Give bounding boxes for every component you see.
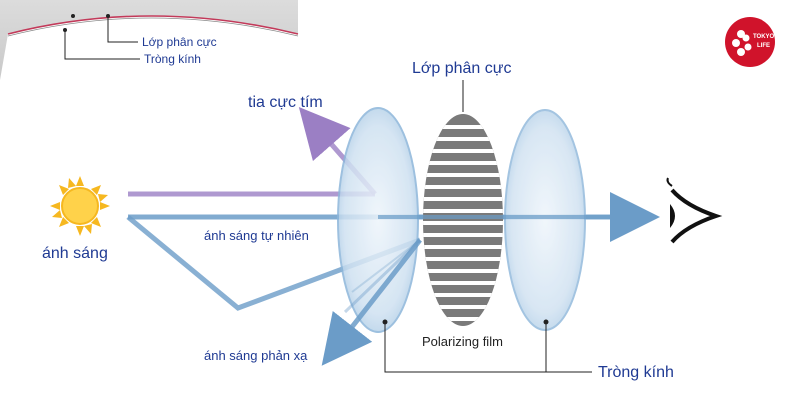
label-lens: Tròng kính <box>598 364 674 381</box>
reflected-light-faint-2 <box>351 239 421 293</box>
label-polarizer-title: Lớp phân cực <box>412 60 511 77</box>
reflected-light-faint-1 <box>343 238 422 314</box>
inset-dot-layer <box>71 14 75 18</box>
label-reflected-light: ánh sáng phản xạ <box>204 348 308 363</box>
leader-lens-front <box>384 322 592 373</box>
inset-panel: Lớp phân cực Tròng kính <box>0 0 299 80</box>
back-lens <box>504 109 586 331</box>
inset-leader-lens <box>64 30 140 60</box>
inset-label-polarizer: Lớp phân cực <box>142 35 217 49</box>
logo-text-tokyo: TOKYO <box>753 34 775 40</box>
inset-label-lens: Tròng kính <box>144 52 201 66</box>
brand-logo: TOKYO LIFE <box>725 17 775 67</box>
sakura-logo-icon <box>725 17 775 67</box>
label-light-source: ánh sáng <box>42 245 108 262</box>
label-natural-light: ánh sáng tự nhiên <box>204 228 309 243</box>
reflected-light-outgoing <box>321 238 422 366</box>
inset-leader-layer <box>107 16 138 43</box>
sakura-flower <box>732 30 752 56</box>
eye-icon <box>666 177 723 244</box>
rays-front <box>321 215 640 366</box>
label-uv-ray: tia cực tím <box>248 94 323 111</box>
label-polarizing-film: Polarizing film <box>422 334 503 349</box>
sun-icon <box>50 176 110 236</box>
inset-lens-body <box>0 16 298 80</box>
inset-lens-surface-line <box>7 17 299 37</box>
inset-polarizing-layer-line <box>7 15 299 35</box>
front-lens <box>337 107 419 333</box>
logo-text-life: LIFE <box>757 43 770 49</box>
polarizing-film <box>423 114 503 326</box>
